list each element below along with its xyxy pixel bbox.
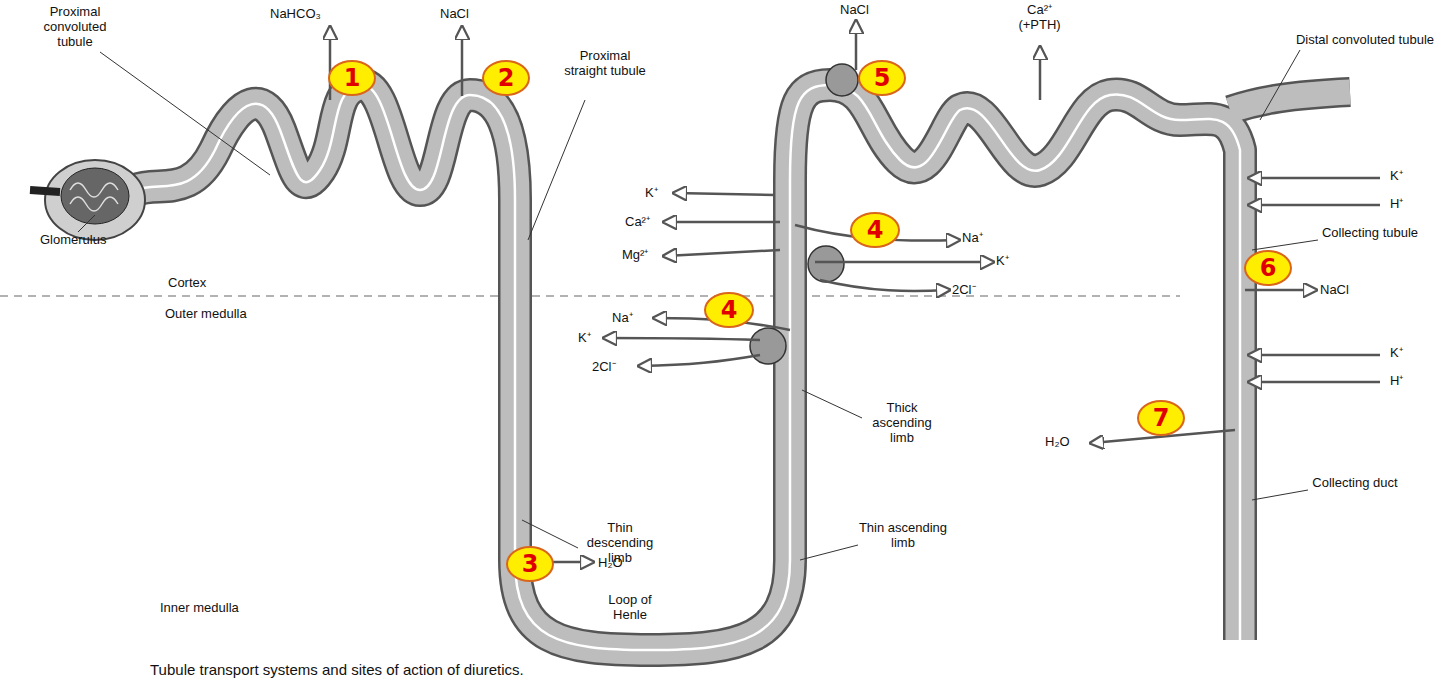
part-label: K⁺ bbox=[1390, 345, 1420, 360]
cortex-medulla-boundary bbox=[0, 295, 1180, 296]
part-label: Distal convoluted tubule bbox=[1290, 32, 1440, 47]
part-label: 2Cl⁻ bbox=[952, 282, 997, 297]
part-label: H⁺ bbox=[1390, 373, 1420, 388]
callout-number: 4 bbox=[867, 216, 884, 244]
part-label: H₂O bbox=[598, 555, 643, 570]
callout-circle: 3 bbox=[506, 546, 554, 582]
part-label: K⁺ bbox=[578, 330, 608, 345]
part-label: Na⁺ bbox=[962, 230, 1002, 245]
part-label: K⁺ bbox=[1390, 168, 1420, 183]
transport-arrow bbox=[330, 22, 1380, 562]
part-label: Loop of Henle bbox=[600, 592, 660, 622]
part-label: Mg²⁺ bbox=[622, 247, 667, 262]
part-label: Ca²⁺ (+PTH) bbox=[1012, 2, 1067, 32]
part-label: NaHCO₃ bbox=[270, 6, 350, 21]
part-label: NaCl bbox=[840, 2, 900, 17]
part-label: Proximal straight tubule bbox=[560, 48, 650, 78]
callout-number: 5 bbox=[874, 64, 891, 92]
figure-caption: Tubule transport systems and sites of ac… bbox=[150, 662, 850, 677]
part-label: K⁺ bbox=[996, 253, 1036, 268]
glomerulus bbox=[30, 160, 145, 240]
callout-number: 3 bbox=[522, 550, 539, 578]
callout-number: 1 bbox=[344, 64, 361, 92]
part-label: Glomerulus bbox=[40, 232, 130, 247]
callout-circle: 4 bbox=[704, 292, 754, 328]
part-label: Thin ascending limb bbox=[858, 520, 948, 550]
part-label: Thick ascending limb bbox=[862, 400, 942, 445]
callout-number: 7 bbox=[1153, 404, 1170, 432]
part-label: NaCl bbox=[1320, 282, 1380, 297]
callout-number: 2 bbox=[498, 64, 515, 92]
part-label: Collecting tubule bbox=[1320, 225, 1420, 240]
part-label: Outer medulla bbox=[165, 306, 275, 321]
part-label: H₂O bbox=[1045, 434, 1090, 449]
callout-circle: 2 bbox=[482, 60, 530, 96]
callout-circle: 4 bbox=[850, 212, 900, 248]
part-label: H⁺ bbox=[1390, 196, 1420, 211]
callout-number: 6 bbox=[1260, 254, 1277, 282]
part-label: NaCl bbox=[440, 6, 500, 21]
callout-circle: 5 bbox=[858, 60, 906, 96]
callout-number: 4 bbox=[721, 296, 738, 324]
part-label: 2Cl⁻ bbox=[592, 359, 637, 374]
part-label: Collecting duct bbox=[1310, 475, 1400, 490]
part-label: Inner medulla bbox=[160, 600, 270, 615]
callout-circle: 6 bbox=[1244, 250, 1292, 286]
transporter-symbol bbox=[750, 64, 858, 364]
part-label: Proximal convoluted tubule bbox=[30, 4, 120, 49]
part-label: Cortex bbox=[168, 275, 248, 290]
part-label: Na⁺ bbox=[612, 310, 652, 325]
part-label: Ca²⁺ bbox=[625, 214, 665, 229]
callout-circle: 1 bbox=[328, 60, 376, 96]
callout-circle: 7 bbox=[1137, 400, 1185, 436]
tubule bbox=[135, 85, 1350, 650]
leader-line bbox=[78, 50, 1318, 560]
part-label: K⁺ bbox=[645, 185, 675, 200]
